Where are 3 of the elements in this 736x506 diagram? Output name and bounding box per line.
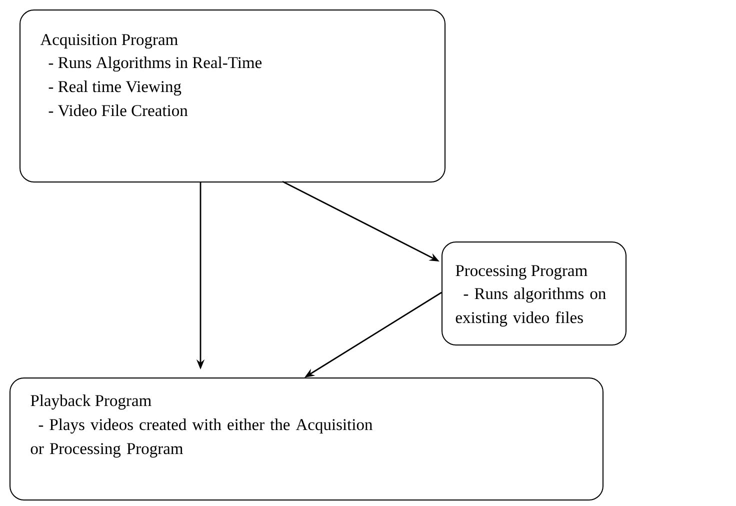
process-box: Playback Program - Plays videos created with either the Acquisition or Processing Program: [10, 378, 604, 500]
process-box: Processing Program - Runs algorithms on existing video files: [442, 242, 626, 346]
process-box: Acquisition Program - Runs Algorithms in Real-Time - Real time Viewing - Video File Creation: [20, 10, 446, 182]
